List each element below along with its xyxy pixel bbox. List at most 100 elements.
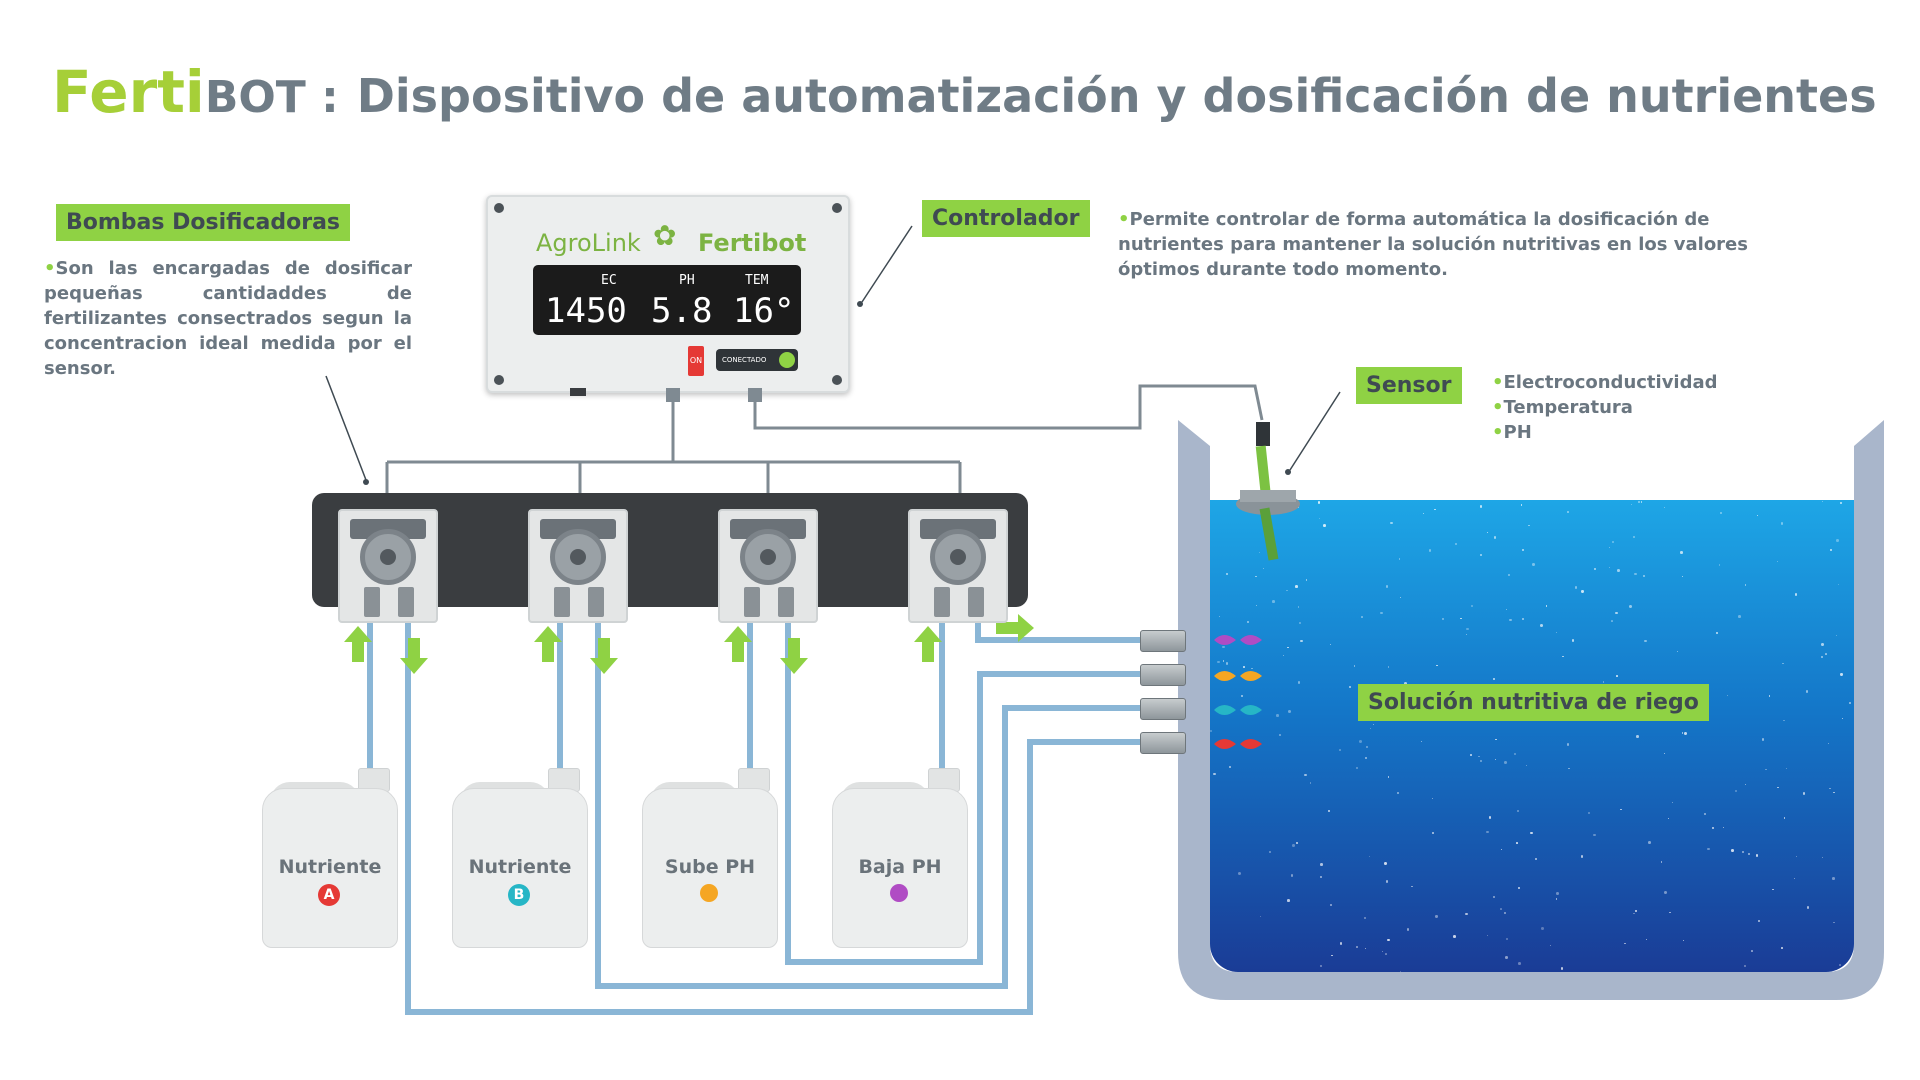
reading-label-tem: TEM xyxy=(745,273,769,288)
water-bubble xyxy=(1611,540,1614,543)
water-bubble xyxy=(1434,508,1436,511)
water-bubble xyxy=(1633,912,1635,914)
water-bubble xyxy=(1644,639,1647,643)
water-bubble xyxy=(1664,891,1668,895)
water-bubble xyxy=(1530,831,1534,835)
suction-pipes xyxy=(367,606,945,768)
water-bubble xyxy=(1432,832,1435,835)
water-bubble xyxy=(1516,842,1518,844)
water-bubble xyxy=(1602,681,1605,683)
water-bubble xyxy=(1488,816,1492,820)
tank-inlet-nozzle xyxy=(1140,698,1186,720)
water-bubble xyxy=(1555,898,1558,900)
water-bubble xyxy=(1251,667,1253,670)
water-bubble xyxy=(1406,928,1409,931)
water-bubble xyxy=(1795,855,1797,857)
water-bubble xyxy=(1213,772,1216,776)
jug-label: Baja PH xyxy=(858,856,942,878)
water-bubble xyxy=(1400,596,1402,598)
water-bubble xyxy=(1486,934,1488,936)
water-bubble xyxy=(1550,945,1552,947)
sensor-item: •PH xyxy=(1492,422,1532,443)
bombas-label: Bombas Dosificadoras xyxy=(56,204,351,241)
water-bubble xyxy=(1305,579,1308,581)
controlador-description: •Permite controlar de forma automática l… xyxy=(1118,209,1748,280)
drops-purple xyxy=(1214,635,1262,645)
water-bubble xyxy=(1620,809,1622,811)
controller-device: AgroLink ✿ Fertibot EC PH TEM 1450 5.8 1… xyxy=(486,195,850,393)
water-bubble xyxy=(1833,791,1836,794)
water-bubble xyxy=(1848,701,1852,705)
water-bubble xyxy=(1369,727,1371,730)
reading-value-tem: 16° xyxy=(733,291,795,331)
controller-connector xyxy=(666,388,680,402)
bombas-description: •Son las encargadas de dosificar pequeña… xyxy=(44,258,412,379)
water-bubble xyxy=(1663,506,1665,509)
water-bubble xyxy=(1593,567,1596,571)
water-bubble xyxy=(1361,616,1363,618)
water-bubble xyxy=(1566,743,1570,746)
water-bubble xyxy=(1742,850,1745,853)
water-bubble xyxy=(1323,523,1327,527)
water-bubble xyxy=(1719,564,1721,566)
jug-badge xyxy=(890,884,908,902)
water-bubble xyxy=(1528,524,1530,527)
water-bubble xyxy=(1624,943,1626,945)
reading-value-ph: 5.8 xyxy=(651,291,713,331)
jug-badge: A xyxy=(318,884,340,906)
water-bubble xyxy=(1242,666,1245,668)
leader-dot-sensor xyxy=(1285,469,1291,475)
water-bubble xyxy=(1761,738,1765,741)
water-bubble xyxy=(1636,735,1640,739)
water-bubble xyxy=(1218,615,1220,618)
sensor-item: •Temperatura xyxy=(1492,397,1633,418)
jug-nutriente-b: Nutriente B xyxy=(452,768,588,948)
water-bubble xyxy=(1505,956,1508,960)
water-bubble xyxy=(1839,964,1841,966)
water-bubble xyxy=(1609,546,1611,549)
leader-dot-controlador xyxy=(857,301,863,307)
water-bubble xyxy=(1806,906,1810,909)
water-bubble xyxy=(1829,787,1831,790)
water-bubble xyxy=(1571,639,1575,643)
water-bubble xyxy=(1272,600,1275,603)
water-bubble xyxy=(1304,774,1307,777)
tank-label: Solución nutritiva de riego xyxy=(1358,684,1709,721)
water-bubble xyxy=(1745,783,1747,785)
water-bubble xyxy=(1396,792,1399,795)
water-bubble xyxy=(1785,768,1787,770)
water-bubble xyxy=(1631,503,1633,505)
water-bubble xyxy=(1364,756,1368,759)
water-bubble xyxy=(1802,792,1806,795)
water-bubble xyxy=(1821,500,1824,503)
water-bubble xyxy=(1635,910,1637,912)
water-bubble xyxy=(1633,536,1636,539)
water-bubble xyxy=(1628,605,1632,609)
water-bubble xyxy=(1286,898,1290,902)
water-bubble xyxy=(1300,640,1303,643)
water-bubble xyxy=(1399,971,1401,972)
water-bubble xyxy=(1454,542,1457,545)
water-bubble xyxy=(1506,938,1509,941)
water-bubble xyxy=(1667,818,1669,820)
water-bubble xyxy=(1747,852,1751,856)
water-bubble xyxy=(1237,871,1241,875)
water-bubble xyxy=(1262,567,1264,570)
water-bubble xyxy=(1616,674,1618,677)
jug-label: Nutriente xyxy=(278,856,382,878)
water-bubble xyxy=(1836,539,1839,542)
jug-label: Sube PH xyxy=(664,856,756,878)
water-bubble xyxy=(1645,938,1648,941)
water-bubble xyxy=(1228,766,1232,769)
screw xyxy=(494,203,504,213)
water-bubble xyxy=(1286,589,1288,592)
water-bubble xyxy=(1465,912,1468,916)
power-button: ON xyxy=(688,346,704,376)
water-bubble xyxy=(1339,942,1342,945)
water-bubble xyxy=(1369,856,1371,858)
water-bubble xyxy=(1240,694,1244,697)
water-bubble xyxy=(1381,951,1383,953)
water-bubble xyxy=(1669,911,1672,914)
tank-inlet-nozzle xyxy=(1140,630,1186,652)
water-bubble xyxy=(1366,746,1369,749)
